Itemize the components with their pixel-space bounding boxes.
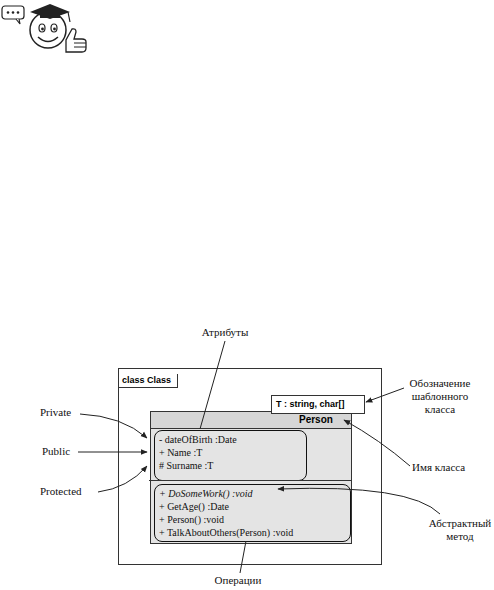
uml-frame: class ClassT : string, char[]Person- dat… bbox=[118, 368, 382, 565]
leader-arrow bbox=[98, 466, 147, 492]
leader-arrow bbox=[78, 452, 147, 453]
operation: + Person() :void bbox=[155, 513, 350, 526]
class-name: Person bbox=[151, 412, 351, 429]
attribute: # Surname :T bbox=[155, 459, 306, 472]
operation: + DoSomeWork() :void bbox=[155, 487, 350, 500]
student-icon bbox=[0, 0, 100, 60]
visibility-label: Protected bbox=[40, 485, 100, 498]
template-parameter-box: T : string, char[] bbox=[271, 395, 365, 414]
leader-line bbox=[240, 541, 246, 573]
visibility-label: Private bbox=[40, 406, 90, 419]
compartment-divider bbox=[149, 480, 351, 481]
visibility-label: Public bbox=[42, 445, 92, 458]
callout-label: Операции bbox=[205, 574, 271, 587]
leader-arrow bbox=[278, 488, 440, 514]
class-box: Person- dateOfBirth :Date+ Name :T# Surn… bbox=[150, 411, 352, 544]
callout-label: Абстрактный метод bbox=[426, 517, 494, 543]
attributes-group: - dateOfBirth :Date+ Name :T# Surname :T bbox=[154, 430, 307, 481]
leader-line bbox=[200, 341, 225, 429]
frame-title: class Class bbox=[119, 374, 178, 388]
attribute: + Name :T bbox=[155, 446, 306, 459]
callout-label: Обозначение шаблонного класса bbox=[402, 377, 478, 416]
attribute: - dateOfBirth :Date bbox=[155, 433, 306, 446]
leader-arrow bbox=[80, 414, 147, 438]
callout-label: Имя класса bbox=[412, 461, 492, 474]
operations-group: + DoSomeWork() :void+ GetAge() :Date+ Pe… bbox=[154, 484, 351, 542]
callout-label: Атрибуты bbox=[195, 326, 255, 339]
template-parameter: T : string, char[] bbox=[272, 396, 364, 413]
operation: + TalkAboutOthers(Person) :void bbox=[155, 526, 350, 539]
leader-arrow bbox=[344, 420, 410, 466]
operation: + GetAge() :Date bbox=[155, 500, 350, 513]
leader-arrow bbox=[366, 388, 404, 402]
